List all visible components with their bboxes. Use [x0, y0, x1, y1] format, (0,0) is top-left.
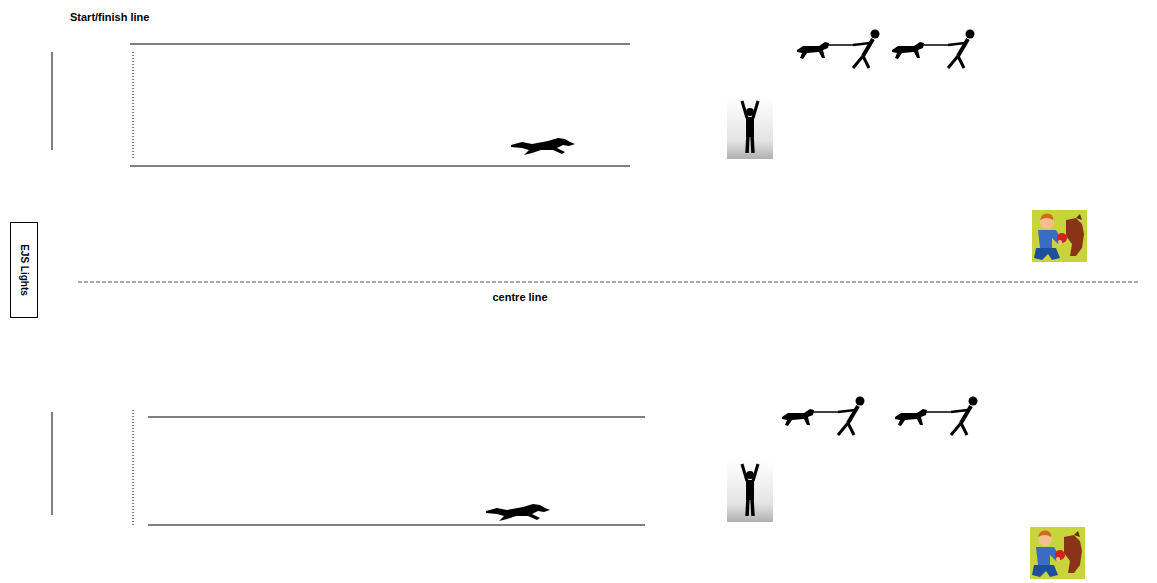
handler-with-dog — [797, 30, 880, 69]
box-end-line — [133, 52, 134, 160]
handler-with-dog — [892, 30, 975, 69]
box-end-line — [133, 410, 134, 525]
handler-with-dog — [782, 397, 865, 436]
lane-edge — [130, 44, 630, 45]
handler-with-dog — [895, 397, 978, 436]
start-line — [52, 412, 53, 515]
lane-edge — [148, 525, 645, 526]
centre-divider — [78, 282, 1140, 283]
judge-figure — [727, 460, 773, 522]
box-loader-icon — [1030, 527, 1085, 579]
centre-line-label: centre line — [492, 291, 547, 303]
box-loader-icon — [1032, 210, 1087, 262]
lane-edge — [148, 417, 645, 418]
start-finish-label: Start/finish line — [70, 11, 149, 23]
box-label: EJS Lights — [19, 244, 30, 296]
running-dog — [511, 138, 575, 155]
signal-lights-box: EJS Lights — [10, 222, 38, 318]
lane-edge — [130, 166, 630, 167]
running-dog — [486, 504, 550, 521]
judge-figure — [727, 97, 773, 159]
start-line — [52, 52, 53, 150]
